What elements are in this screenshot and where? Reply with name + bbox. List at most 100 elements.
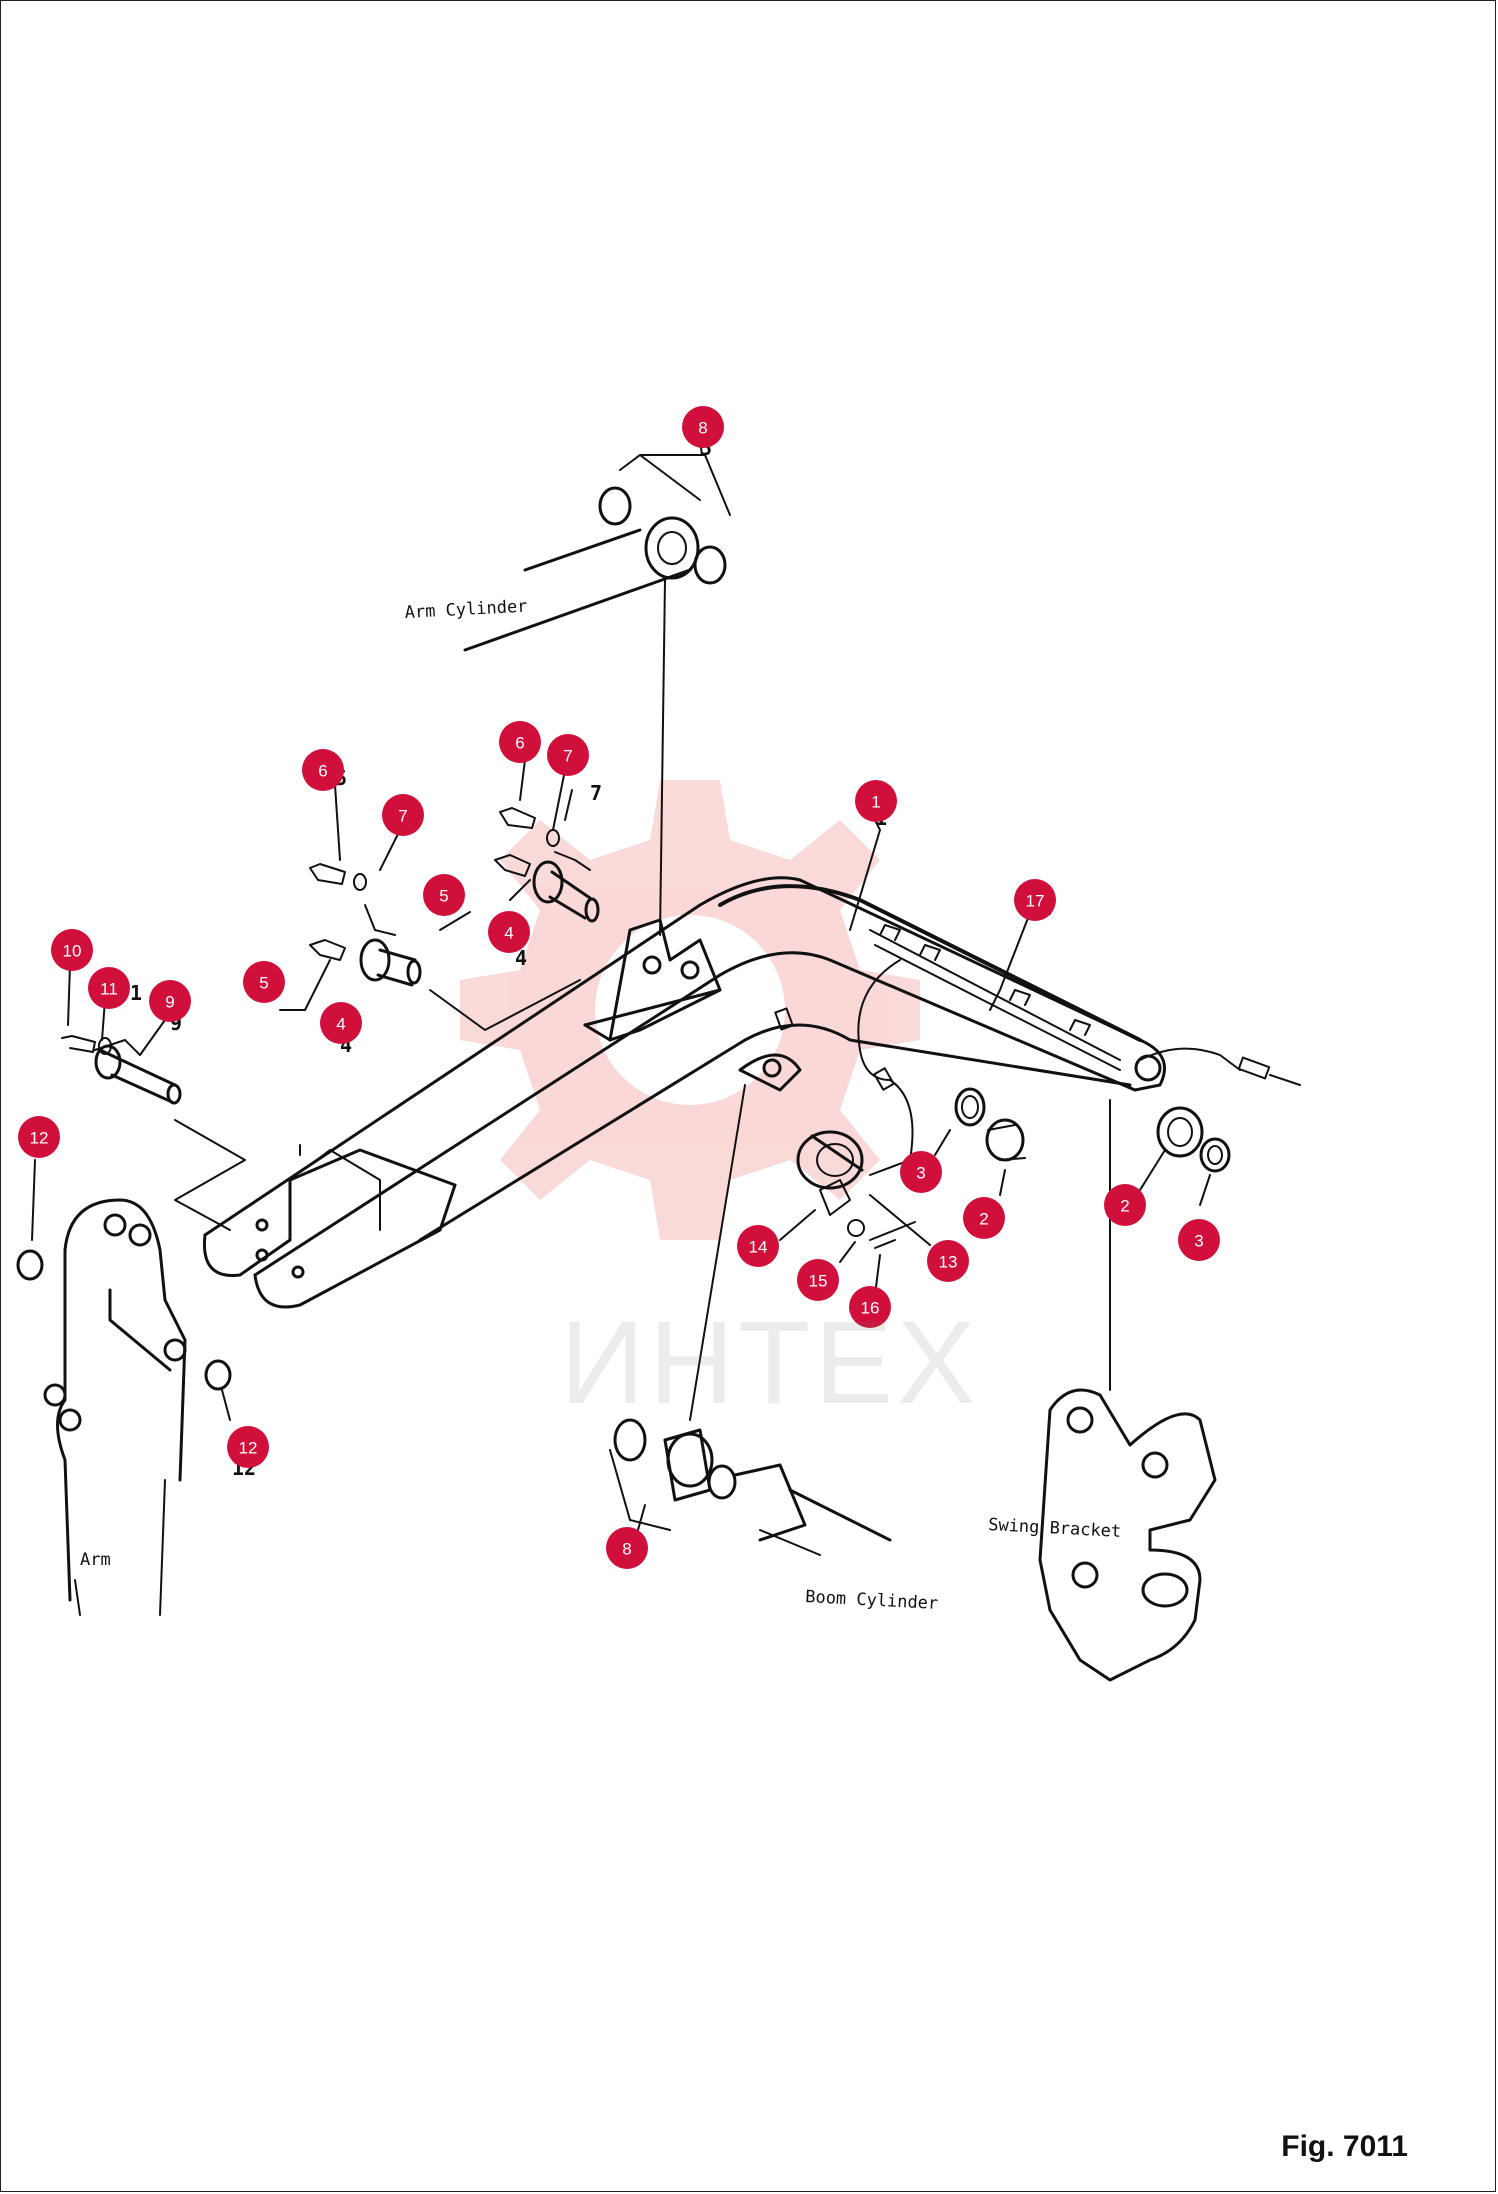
callout-badge — [855, 780, 897, 822]
callout-6: 6 — [302, 749, 344, 791]
arm-pin — [16, 1035, 246, 1391]
callout-9: 9 — [149, 980, 191, 1022]
callout-2: 2 — [963, 1197, 1005, 1239]
callout-10: 10 — [51, 929, 93, 971]
callout-3: 3 — [1178, 1219, 1220, 1261]
callout-number: 3 — [1194, 1232, 1203, 1251]
callout-7: 7 — [382, 794, 424, 836]
pin-set-right — [494, 807, 600, 923]
callout-5: 5 — [243, 961, 285, 1003]
callout-badge — [243, 961, 285, 1003]
callout-17: 17 — [1014, 879, 1056, 921]
component-labels: Arm Cylinder Boom Cylinder Swing Bracket… — [80, 597, 1122, 1614]
callout-number: 8 — [698, 419, 707, 438]
callout-number: 14 — [749, 1238, 768, 1257]
callout-number: 12 — [239, 1439, 258, 1458]
callout-number: 15 — [809, 1272, 828, 1291]
boom-cylinder — [609, 1084, 892, 1556]
callout-4: 4 — [488, 911, 530, 953]
callout-number: 11 — [100, 980, 118, 999]
callout-badge — [682, 406, 724, 448]
callout-number: 6 — [318, 762, 327, 781]
arm — [43, 1198, 187, 1616]
callout-number: 6 — [515, 734, 524, 753]
callout-badge — [737, 1225, 779, 1267]
callout-number: 5 — [259, 974, 268, 993]
leader-lines — [31, 439, 1211, 1531]
callout-13: 13 — [927, 1240, 969, 1282]
callout-badge — [488, 911, 530, 953]
callout-number: 3 — [916, 1164, 925, 1183]
callout-12: 12 — [227, 1426, 269, 1468]
callout-14: 14 — [737, 1225, 779, 1267]
svg-text:7: 7 — [590, 781, 602, 805]
callout-badge — [927, 1240, 969, 1282]
callout-5: 5 — [423, 874, 465, 916]
callout-4: 4 — [320, 1002, 362, 1044]
callout-badge — [849, 1286, 891, 1328]
figure-caption: Fig. 7011 — [1281, 2130, 1408, 2163]
callout-badge — [1178, 1219, 1220, 1261]
callout-number: 5 — [439, 887, 448, 906]
bushings-right — [954, 1087, 1231, 1173]
callout-badge — [302, 749, 344, 791]
callout-number: 4 — [336, 1015, 345, 1034]
callout-badge — [797, 1259, 839, 1301]
svg-text:1: 1 — [130, 981, 142, 1005]
callout-3: 3 — [900, 1151, 942, 1193]
callout-badge — [88, 967, 130, 1009]
callout-badge — [606, 1527, 648, 1569]
callout-number: 9 — [165, 993, 174, 1012]
arm-cylinder — [463, 454, 731, 936]
callout-11: 11 — [88, 967, 130, 1009]
callout-8: 8 — [606, 1527, 648, 1569]
callout-badge — [382, 794, 424, 836]
callout-badge — [320, 1002, 362, 1044]
callout-badge — [51, 929, 93, 971]
callout-1: 1 — [855, 780, 897, 822]
callout-12: 12 — [18, 1116, 60, 1158]
callout-number: 7 — [563, 747, 572, 766]
work-lamp — [796, 1130, 864, 1190]
callout-number: 10 — [63, 942, 82, 961]
callout-number: 12 — [30, 1129, 49, 1148]
callout-number: 8 — [622, 1540, 631, 1559]
callout-number: 16 — [861, 1299, 880, 1318]
label-arm: Arm — [80, 1550, 111, 1570]
pin-set-left — [309, 863, 581, 1031]
label-swing-bracket: Swing Bracket — [988, 1515, 1122, 1542]
callout-6: 6 — [499, 721, 541, 763]
watermark-text: ИНТЕХ — [560, 1297, 980, 1429]
callout-16: 16 — [849, 1286, 891, 1328]
label-arm-cylinder: Arm Cylinder — [404, 597, 528, 623]
swing-bracket — [1038, 1099, 1217, 1682]
callout-badge — [900, 1151, 942, 1193]
callout-number: 2 — [1120, 1197, 1129, 1216]
watermark-gear-icon — [460, 780, 920, 1240]
wire-harness — [774, 959, 1301, 1176]
callout-number: 1 — [871, 793, 880, 812]
callout-badge — [499, 721, 541, 763]
callout-badge — [227, 1426, 269, 1468]
callout-8: 8 — [682, 406, 724, 448]
callout-badge — [547, 734, 589, 776]
lamp-bracket — [819, 1179, 916, 1249]
callout-number: 2 — [979, 1210, 988, 1229]
callout-number: 7 — [398, 807, 407, 826]
svg-text:4: 4 — [515, 946, 527, 970]
callout-number: 13 — [939, 1253, 958, 1272]
callout-number: 17 — [1026, 892, 1045, 911]
callout-badge — [1104, 1184, 1146, 1226]
callout-badge — [423, 874, 465, 916]
callout-15: 15 — [797, 1259, 839, 1301]
callout-2: 2 — [1104, 1184, 1146, 1226]
callout-badge — [149, 980, 191, 1022]
callout-badge — [1014, 879, 1056, 921]
callout-badge — [963, 1197, 1005, 1239]
callout-number: 4 — [504, 924, 513, 943]
label-boom-cylinder: Boom Cylinder — [805, 1587, 939, 1614]
callout-7: 7 — [547, 734, 589, 776]
